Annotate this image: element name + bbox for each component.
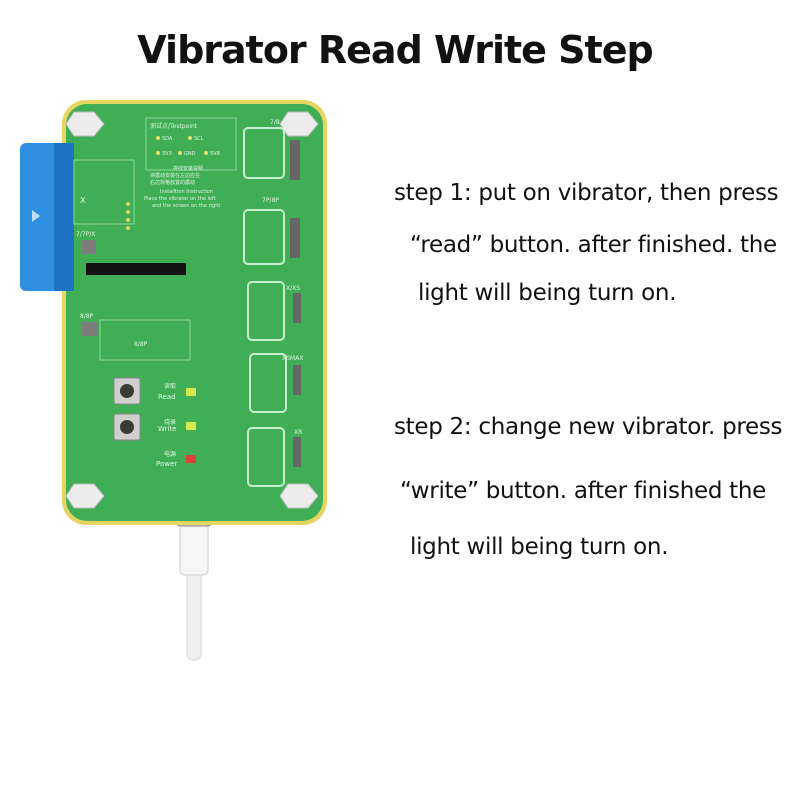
testpoint-3v3: 3V3 [162,151,172,157]
step1-line2: “read” button. after finished. the [410,232,777,258]
left-label-x: X [80,196,86,205]
left-label-8: 8/8P [80,313,94,320]
testpoint-5v8: 5V8 [210,151,220,157]
step1-line1: step 1: put on vibrator, then press [394,180,779,206]
install-en-3: and the screen on the right [152,203,220,209]
install-en-2: Place the vibrator on the left [144,196,216,202]
button-read-en: Read [158,393,176,401]
slot-label-xsmax: XSMAX [282,355,303,362]
left-label-7: 7/7P/X [76,231,95,238]
write-led [186,422,196,430]
step2-line2: “write” button. after finished the [400,478,766,504]
write-button [113,413,141,441]
read-button [113,377,141,405]
slot-label-xr: XR [294,429,302,436]
button-write-cn: 烧录 [164,418,176,426]
testpoint-scl: SCL [194,136,204,142]
testpoint-gnd: GND [184,151,196,157]
step1-line3: light will being turn on. [418,280,677,306]
button-power-cn: 电源 [164,450,176,458]
pcb-board: 测试点/Testpoint SDA SCL 3V3 GND 5V8 排线安装说明… [20,100,327,525]
button-read-cn: 读取 [164,382,176,390]
install-cn-2: 将震动安装在左边应在 [150,172,200,179]
step2-line3: light will being turn on. [410,534,669,560]
page-title: Vibrator Read Write Step [137,28,653,72]
read-led [186,388,196,396]
button-write-en: Write [158,425,176,433]
left-label-8b: 8/8P [134,341,148,348]
slot-label-78: 7/8 [270,119,280,126]
testpoint-header: 测试点/Testpoint [150,122,198,130]
install-cn-1: 排线安装说明 [173,165,203,172]
button-power-en: Power [156,460,177,468]
install-cn-3: 右边规格放置的震动 [150,179,195,186]
slot-label-7p8p: 7P/8P [262,197,279,204]
step2-line1: step 2: change new vibrator. press [394,414,783,440]
slot-label-xxs: X/XS [286,285,300,292]
testpoint-sda: SDA [162,136,173,142]
power-led [186,455,196,463]
install-en-1: Installtion Instruction [160,189,213,195]
